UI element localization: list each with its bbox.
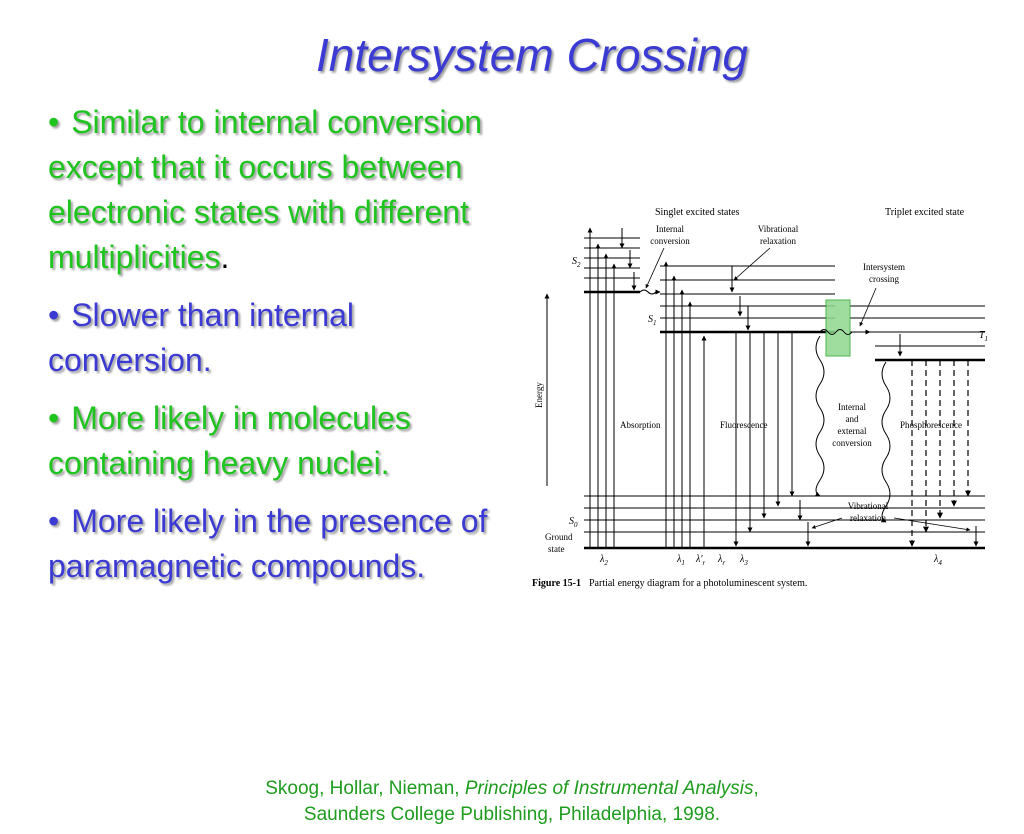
label-phosphorescence: Phosphorescence [900,420,962,430]
slide-title: Intersystem Crossing [315,29,748,81]
lambda-1-prime: λ′r [695,554,706,567]
citation: Skoog, Hollar, Nieman, Principles of Ins… [0,776,1024,828]
internal-external-wave-2 [880,361,891,523]
bullet-item: •More likely in the presence of paramagn… [48,499,488,589]
bullet-item: •Slower than internal conversion. [48,293,488,383]
bullet-item: •Similar to internal conversion except t… [48,100,488,280]
s0-levels [584,495,985,550]
bullet-text: More likely in molecules containing heav… [48,400,411,481]
citation-book: Principles of Instrumental Analysis [464,778,754,799]
citation-line-1: Skoog, Hollar, Nieman, Principles of Ins… [0,776,1024,802]
vib2-pointer-right [893,517,971,532]
lambda-r: λr [717,554,725,567]
label-absorption: Absorption [620,420,661,430]
bullet-dot: • [48,104,60,140]
label-vib2-1: Vibrational [848,501,889,511]
bullet-dot: • [48,297,60,333]
label-iec-4: conversion [832,438,872,448]
label-s2: S2 [572,256,581,269]
label-s1: S1 [648,314,657,327]
citation-comma: , [753,778,759,799]
label-iec-1: Internal [838,402,866,412]
label-energy: Energy [534,382,544,408]
label-fluorescence: Fluorescence [720,420,767,430]
label-vib2-2: relaxation [850,513,886,523]
energy-diagram: Singlet excited states Triplet excited s… [520,196,990,601]
s0-relaxation-arrows [797,500,979,547]
bullet-text: More likely in the presence of paramagne… [48,503,488,584]
label-iec-3: external [838,426,867,436]
label-s0: S0 [569,516,578,529]
vibrational-pointer [733,247,771,281]
phosphorescence-arrows [909,360,971,547]
isc-pointer [859,287,877,327]
lambda-4: λ4 [933,554,942,567]
label-internal-conversion-1: Internal [656,224,684,234]
label-isc-1: Intersystem [863,262,905,272]
isc-wave [819,329,871,335]
lambda-1: λ1 [676,554,685,567]
label-internal-conversion-2: conversion [650,236,690,246]
internal-conversion-wave [639,289,661,295]
label-iec-2: and [846,414,859,424]
bullet-text: Slower than internal conversion. [48,297,355,378]
lambda-3: λ3 [739,554,748,567]
bullet-list: •Similar to internal conversion except t… [48,100,488,602]
bullet-item: •More likely in molecules containing hea… [48,396,488,486]
bullet-tail: . [220,239,230,275]
bullet-text: Similar to internal conversion except th… [48,104,483,275]
label-ground-state: state [548,544,565,554]
label-isc-2: crossing [869,274,899,284]
lambda-2: λ2 [599,554,608,567]
label-ground: Ground [545,532,573,542]
label-t1: T1 [979,330,988,343]
citation-line-2: Saunders College Publishing, Philadelphi… [303,804,721,825]
bullet-dot: • [48,503,60,539]
fluorescence-arrows [733,332,795,547]
label-vibrational-1: Vibrational [758,224,799,234]
internal-external-wave-1 [814,335,825,497]
absorption-arrows [587,227,707,548]
s1-relaxation-arrows [729,266,751,331]
vib2-pointer-left [811,517,843,529]
header-triplet: Triplet excited state [885,207,965,218]
header-singlet: Singlet excited states [655,207,740,218]
s2-levels [584,237,640,294]
energy-diagram-svg: Singlet excited states Triplet excited s… [532,207,988,589]
s1-levels [660,265,835,334]
internal-conversion-pointer [645,247,665,289]
isc-highlight [825,299,851,357]
t1-levels [850,305,985,362]
label-vibrational-2: relaxation [760,236,796,246]
bullet-dot: • [48,400,60,436]
citation-authors: Skoog, Hollar, Nieman, [265,778,465,799]
s2-relaxation-arrows [619,228,637,291]
